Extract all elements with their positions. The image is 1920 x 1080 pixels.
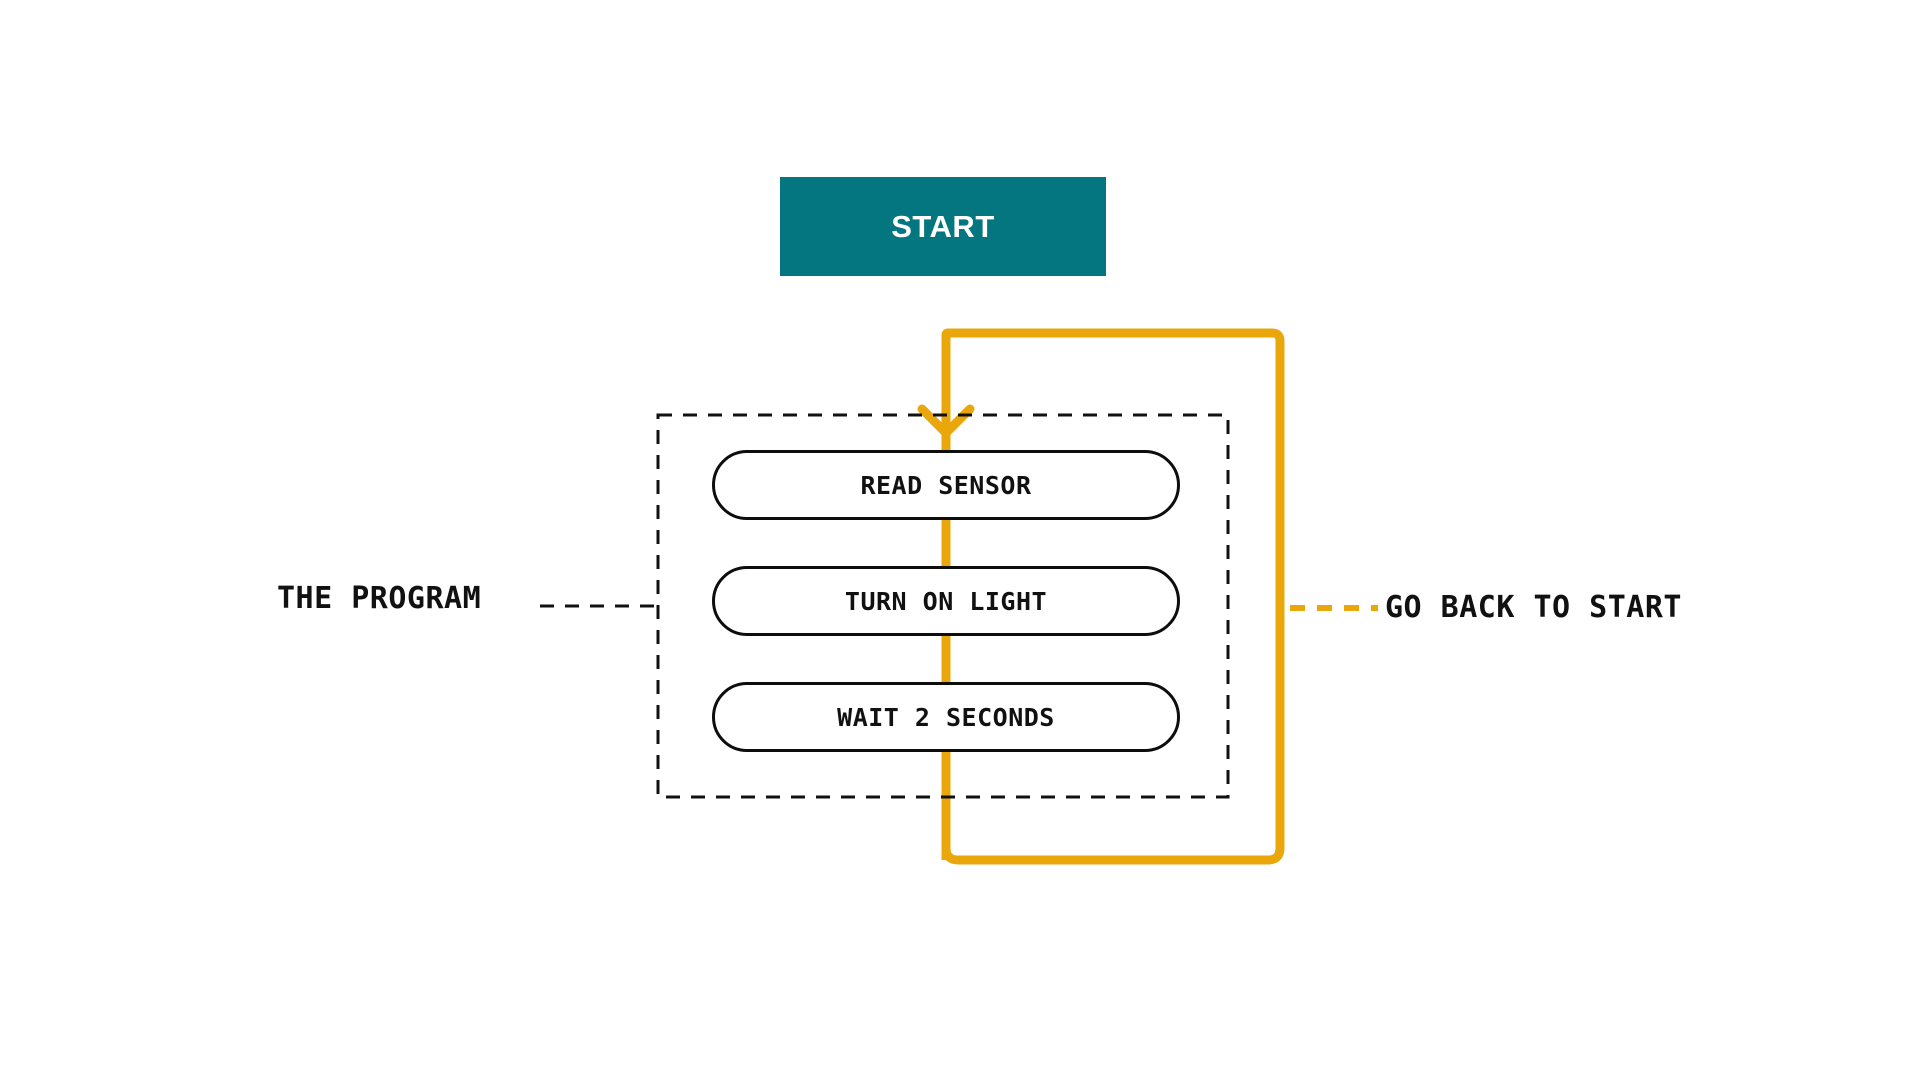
step-read-sensor[interactable]: READ SENSOR — [712, 450, 1180, 520]
start-label: START — [891, 209, 995, 244]
annotation-go-back-to-start: GO BACK TO START — [1385, 590, 1682, 625]
loop-arrowhead-icon — [917, 404, 975, 438]
step-wait-2-seconds[interactable]: WAIT 2 SECONDS — [712, 682, 1180, 752]
step-turn-on-light[interactable]: TURN ON LIGHT — [712, 566, 1180, 636]
step-label: READ SENSOR — [860, 470, 1032, 500]
annotation-the-program: THE PROGRAM — [277, 581, 482, 616]
start-block[interactable]: START — [780, 177, 1106, 276]
step-label: TURN ON LIGHT — [844, 586, 1048, 616]
step-label: WAIT 2 SECONDS — [837, 702, 1055, 732]
